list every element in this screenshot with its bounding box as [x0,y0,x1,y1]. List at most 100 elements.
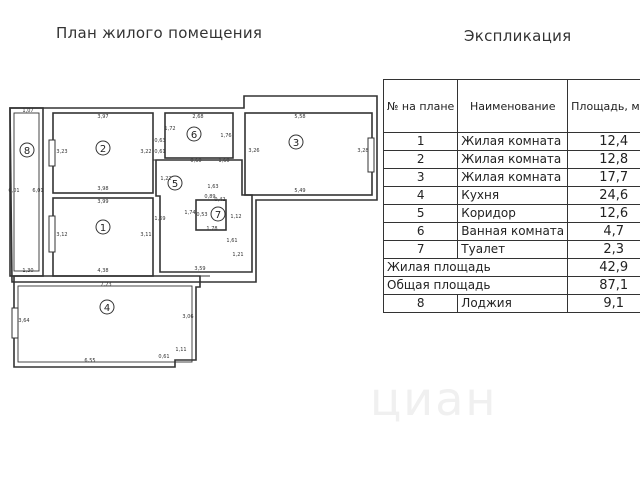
dim-label: 6,55 [84,358,95,364]
room-3-marker [288,134,304,150]
row-num: 4 [382,186,459,205]
dim-label: 1,60 [218,158,229,164]
dim-label: 1,11 [175,347,186,353]
row-num: 6 [382,222,459,241]
header-name: Наименование [457,79,569,133]
room-6-number: 6 [191,130,197,141]
dim-label: 5,58 [294,114,305,120]
room-8-number: 8 [24,146,30,157]
row-area: 17,7 [567,168,640,187]
row-num: 3 [382,168,459,187]
row-area: 12,6 [567,204,640,223]
dim-label: 1,63 [207,184,218,190]
row-area: 4,7 [567,222,640,241]
room-4-number: 4 [104,303,110,314]
table-row: 5 Коридор 12,6 [382,204,640,223]
dim-label: 1,76 [220,133,231,139]
table-row: 4 Кухня 24,6 [382,186,640,205]
table-row: 2 Жилая комната 12,8 [382,150,640,169]
explication-table: № на плане Наименование Площадь, м.кв 1 … [382,79,640,313]
row-area: 12,4 [567,132,640,151]
dim-label: 3,23 [56,149,67,155]
row-area: 12,8 [567,150,640,169]
room-2-number: 2 [100,144,106,155]
dim-label: 3,64 [18,318,29,324]
row-num: 2 [382,150,459,169]
room-7-number: 7 [215,210,221,221]
row-area: 24,6 [567,186,640,205]
dim-label: 1,72 [164,126,175,132]
dim-label: 2,68 [192,114,203,120]
dim-label: 3,12 [56,232,67,238]
summary-area: 42,9 [567,258,640,277]
room-7-outline [195,199,227,231]
dim-label: 6,01 [8,188,19,194]
dim-label: 4,38 [97,268,108,274]
dim-label: 3,59 [194,266,205,272]
room-2-marker [95,140,111,156]
dim-label: 1,30 [22,268,33,274]
room-8-outline [9,107,44,277]
row-name: Жилая комната [457,150,569,169]
row-name: Кухня [457,186,569,205]
summary-label: Жилая площадь [382,258,569,277]
header-area: Площадь, м.кв [567,79,640,133]
dim-label: 1,78 [206,226,217,232]
explication-title: Экспликация [464,27,572,45]
dim-label: 3,97 [97,114,108,120]
dim-label: 7,23 [100,282,111,288]
row-num: 1 [382,132,459,151]
dim-label: 0,61 [154,149,165,155]
dim-label: 0,60 [190,158,201,164]
dim-label: 3,11 [140,232,151,238]
room-7-marker [210,206,226,222]
row-area: 9,1 [567,294,640,313]
dim-label: 1,69 [154,216,165,222]
dim-label: 1,21 [232,252,243,258]
room-6-marker [186,126,202,142]
dim-label: 0,53 [196,212,207,218]
table-header-row: № на плане Наименование Площадь, м.кв [382,79,640,133]
table-row-summary: Общая площадь 87,1 [382,276,640,295]
room-8-marker [19,142,35,158]
row-area: 2,3 [567,240,640,259]
row-name: Жилая комната [457,168,569,187]
header-num: № на плане [382,79,459,133]
room-5-outline [155,159,253,273]
room-1-outline [52,197,154,277]
table-row-summary: Жилая площадь 42,9 [382,258,640,277]
dim-label: 5,49 [294,188,305,194]
dim-label: 1,74 [184,210,195,216]
dim-label: 0,42 [214,197,225,203]
summary-label: Общая площадь [382,276,569,295]
dim-label: 3,98 [97,186,108,192]
room-1-number: 1 [100,223,106,234]
row-name: Жилая комната [457,132,569,151]
room-4-marker [99,299,115,315]
dim-label: 3,22 [140,149,151,155]
dim-label: 0,89 [204,194,215,200]
dim-label: 3,28 [357,148,368,154]
table-row: 1 Жилая комната 12,4 [382,132,640,151]
summary-area: 87,1 [567,276,640,295]
dim-label: 1,12 [230,214,241,220]
watermark: циан [370,372,498,426]
dim-label: 1,22 [160,176,171,182]
outer-wall [9,95,378,283]
room-5-number: 5 [172,179,178,190]
dim-label: 0,63 [154,138,165,144]
dim-label: 1,61 [226,238,237,244]
row-num: 8 [382,294,459,313]
room-6-outline [164,112,234,159]
dim-label: 0,61 [158,354,169,360]
row-num: 5 [382,204,459,223]
dim-label: 3,06 [182,314,193,320]
dim-label: 3,26 [248,148,259,154]
row-name: Лоджия [457,294,569,313]
room-5-marker [167,175,183,191]
table-row: 8 Лоджия 9,1 [382,294,640,313]
room-3-outline [244,112,373,196]
room-4-outline [13,281,201,368]
dim-label: 1,07 [22,108,33,114]
